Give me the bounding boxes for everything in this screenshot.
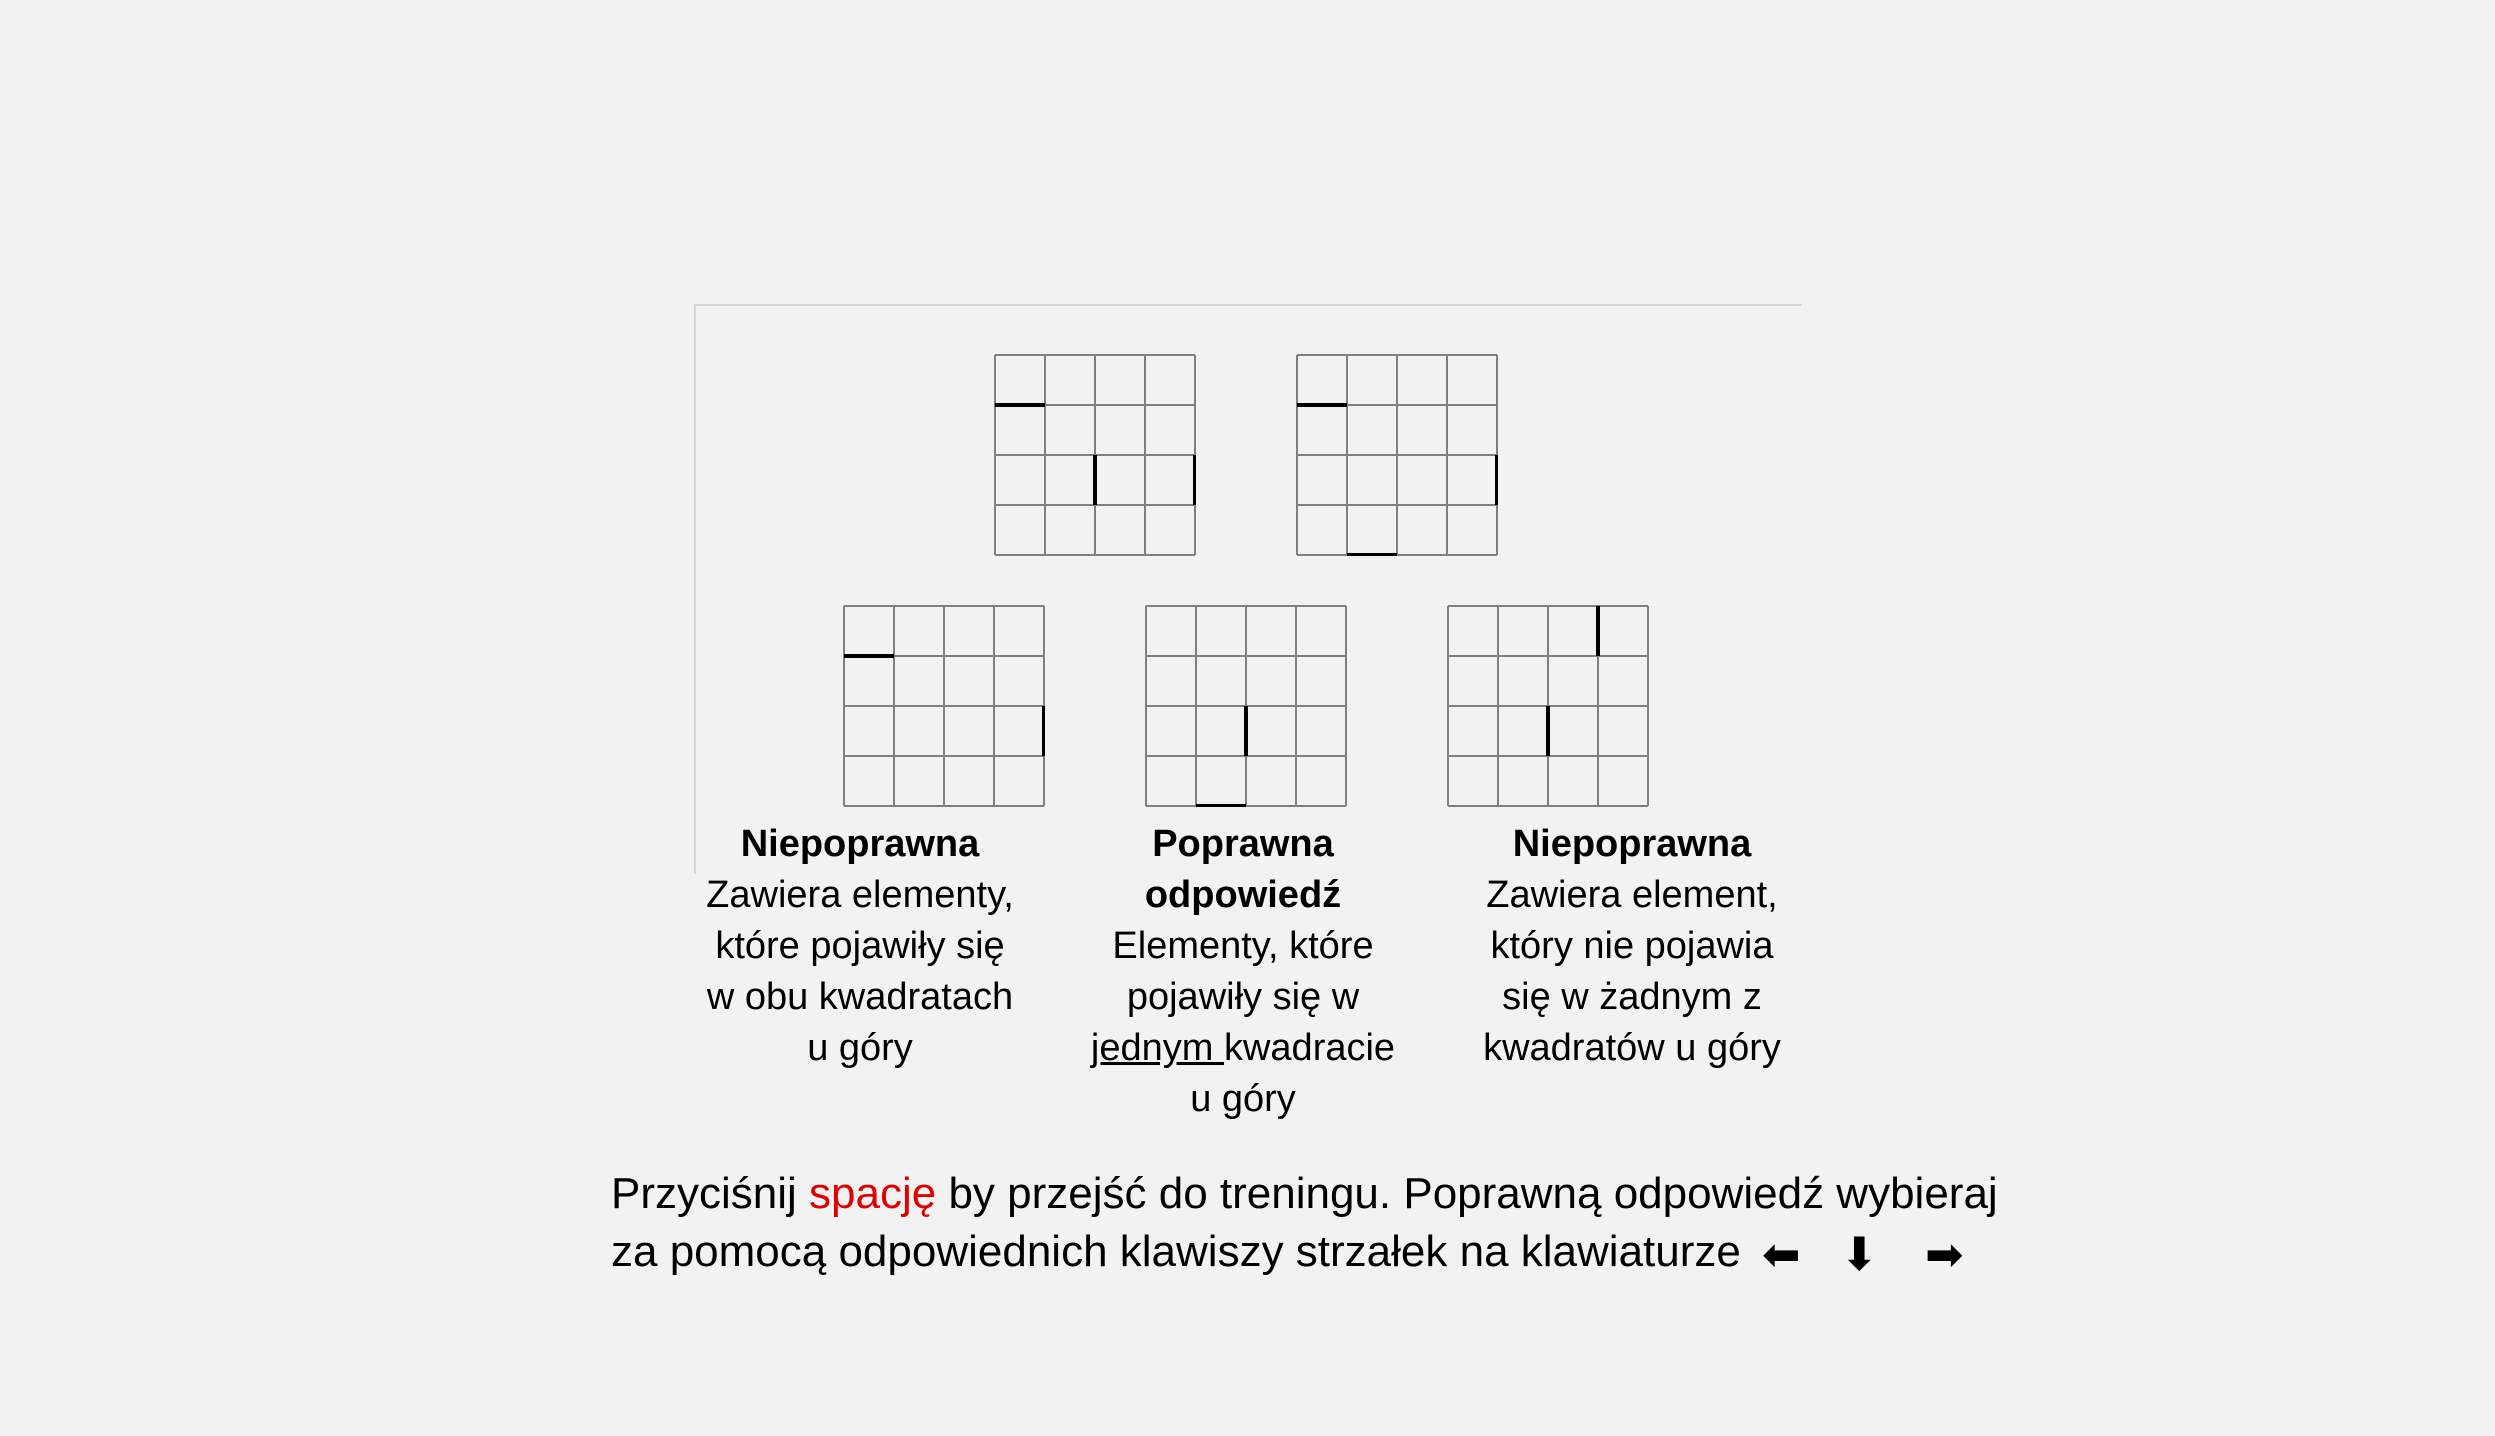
instruction-part-2: by przejść do treningu. Poprawną odpowie… (936, 1169, 1998, 1218)
grid-option-middle (1145, 605, 1347, 807)
arrow-left-icon: ⬅ (1762, 1228, 1801, 1280)
underlined-word: jednym (1090, 1027, 1224, 1069)
frame-left-border (694, 304, 696, 874)
option-left-title: Niepoprawna (740, 823, 980, 865)
option-middle-line-1: Elementy, które (1112, 925, 1374, 967)
option-right-line-1: Zawiera element, (1486, 874, 1778, 916)
option-middle-line-2: pojawiły się w (1126, 976, 1360, 1018)
option-right-title: Niepoprawna (1512, 823, 1752, 865)
frame-top-border (694, 304, 1802, 306)
option-right-line-2: który nie pojawia (1490, 925, 1774, 967)
option-middle-line-3-rest: kwadracie (1223, 1027, 1396, 1069)
option-right-line-4: kwadratów u góry (1483, 1027, 1781, 1069)
option-left-label: Niepoprawna Zawiera elementy, które poja… (680, 819, 1040, 1074)
grid-svg (1296, 354, 1498, 556)
option-middle-line-3: jednym kwadracie (1063, 1023, 1423, 1074)
option-left-line-2: które pojawiły się (715, 925, 1005, 967)
option-left-line-1: Zawiera elementy, (706, 874, 1014, 916)
grid-option-right (1447, 605, 1649, 807)
option-right-line-3: się w żadnym z (1502, 976, 1762, 1018)
instruction-text: Przyciśnij spację by przejść do treningu… (611, 1165, 2471, 1281)
instruction-line-1: Przyciśnij spację by przejść do treningu… (611, 1165, 2471, 1223)
option-right-label: Niepoprawna Zawiera element, który nie p… (1452, 819, 1812, 1074)
instruction-part-1: Przyciśnij (611, 1169, 810, 1218)
grid-svg (1447, 605, 1649, 807)
option-left-line-3: w obu kwadratach (706, 976, 1014, 1018)
grid-svg (1145, 605, 1347, 807)
option-middle-line-4: u góry (1190, 1078, 1296, 1120)
instruction-line-2: za pomocą odpowiednich klawiszy strzałek… (611, 1227, 1741, 1276)
instruction-accent-word: spację (809, 1169, 937, 1218)
arrow-right-icon: ➡ (1925, 1228, 1964, 1280)
option-middle-title-1: Poprawna (1152, 823, 1334, 865)
grid-svg (843, 605, 1045, 807)
arrow-down-icon: ⬇ (1840, 1228, 1879, 1280)
grid-top-right (1296, 354, 1498, 556)
option-middle-label: Poprawna odpowiedź Elementy, które pojaw… (1063, 819, 1423, 1125)
grid-option-left (843, 605, 1045, 807)
grid-top-left (994, 354, 1196, 556)
option-left-line-4: u góry (807, 1027, 913, 1069)
grid-svg (994, 354, 1196, 556)
option-middle-title-2: odpowiedź (1144, 874, 1342, 916)
